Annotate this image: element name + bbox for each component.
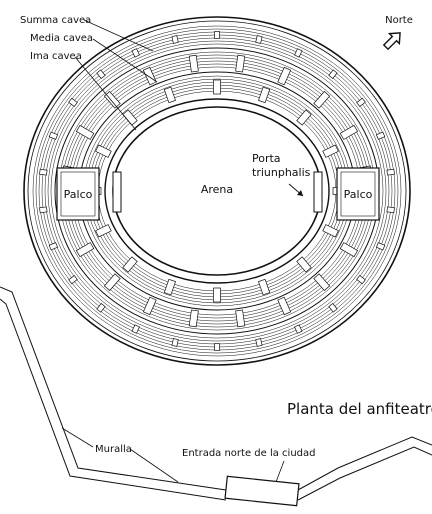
summa-cavea-tier	[32, 25, 402, 357]
outer-buttress	[255, 338, 263, 347]
media-vomitorium	[103, 90, 121, 109]
ima-vomitorium	[213, 287, 221, 303]
media-vomitorium	[142, 296, 157, 316]
ima-vomitorium	[95, 144, 112, 158]
ima-vomitorium	[296, 109, 312, 126]
ima-vomitorium	[163, 86, 176, 104]
media-cavea-label: Media cavea	[30, 33, 93, 44]
outer-buttress	[39, 206, 48, 214]
muralla-leader-left	[61, 427, 94, 448]
summa-cavea-label: Summa cavea	[20, 15, 91, 26]
media-vomitorium	[277, 296, 292, 316]
plan-title: Planta del anfiteatro	[287, 400, 432, 418]
palco-right-box: Palco	[336, 167, 380, 221]
ima-vomitorium	[95, 224, 112, 238]
ima-vomitorium	[258, 278, 271, 296]
media-cavea-leader	[92, 38, 158, 83]
outer-buttress	[48, 131, 59, 140]
outer-buttress	[356, 97, 366, 108]
outer-wall-inner	[27, 20, 407, 362]
media-vomitorium	[339, 242, 359, 258]
media-vomitorium	[313, 90, 331, 109]
porta-label-line2: triunphalis	[252, 166, 311, 179]
ima-vomitorium	[258, 86, 271, 104]
outer-buttress	[375, 131, 386, 140]
palco-left-label: Palco	[64, 188, 93, 201]
outer-buttress	[255, 35, 263, 44]
outer-buttress	[171, 35, 179, 44]
media-vomitorium	[75, 124, 95, 140]
summa-cavea-leader	[83, 19, 154, 52]
ima-vomitorium	[213, 79, 221, 95]
summa-cavea-tier	[47, 40, 387, 342]
porta-pointer	[288, 183, 304, 197]
outer-buttress	[131, 48, 140, 58]
outer-buttress	[214, 31, 220, 39]
media-vomitorium	[188, 309, 199, 328]
outer-buttress	[68, 97, 78, 108]
media-vomitorium	[339, 124, 359, 140]
entrada-label: Entrada norte de la ciudad	[182, 448, 316, 459]
ima-cavea-label: Ima cavea	[30, 51, 82, 62]
media-vomitorium	[235, 309, 246, 328]
outer-buttress	[96, 303, 106, 313]
outer-buttress	[386, 168, 395, 176]
podium-wall	[104, 98, 330, 284]
city-wall	[0, 286, 432, 507]
outer-buttress	[328, 69, 338, 79]
entrada-leader	[275, 460, 285, 483]
outer-buttress	[375, 242, 386, 251]
north-label: Norte	[385, 15, 413, 26]
ima-vomitorium	[122, 256, 138, 273]
outer-buttress	[171, 338, 179, 347]
media-vomitorium	[235, 54, 246, 73]
media-vomitorium	[277, 66, 292, 86]
outer-buttress	[39, 168, 48, 176]
media-vomitorium	[142, 66, 157, 86]
media-vomitorium	[188, 54, 199, 73]
outer-wall	[23, 16, 411, 366]
muralla-leader-right	[129, 448, 179, 483]
north-arrow-icon	[382, 32, 401, 51]
outer-buttress	[328, 303, 338, 313]
ima-vomitorium	[296, 256, 312, 273]
outer-buttress	[356, 274, 366, 285]
north-gate	[224, 475, 300, 507]
palco-right-label: Palco	[344, 188, 373, 201]
outer-buttress	[294, 324, 303, 334]
summa-cavea-tier	[50, 43, 384, 339]
arena-label: Arena	[201, 183, 233, 196]
outer-buttress	[214, 343, 220, 351]
media-vomitorium	[75, 242, 95, 258]
outer-buttress	[386, 206, 395, 214]
outer-buttress	[131, 324, 140, 334]
ima-vomitorium	[322, 144, 339, 158]
outer-buttress	[294, 48, 303, 58]
east-gate	[313, 171, 323, 213]
porta-label-line1: Porta	[252, 152, 281, 165]
ima-cavea-leader	[74, 56, 137, 131]
muralla-label: Muralla	[95, 444, 132, 455]
outer-buttress	[96, 69, 106, 79]
summa-cavea-tier	[35, 28, 399, 354]
outer-buttress	[68, 274, 78, 285]
ima-vomitorium	[322, 224, 339, 238]
palco-left-box: Palco	[56, 167, 100, 221]
west-gate	[112, 171, 122, 213]
media-vomitorium	[103, 273, 121, 292]
media-vomitorium	[313, 273, 331, 292]
outer-buttress	[48, 242, 59, 251]
ima-vomitorium	[163, 278, 176, 296]
